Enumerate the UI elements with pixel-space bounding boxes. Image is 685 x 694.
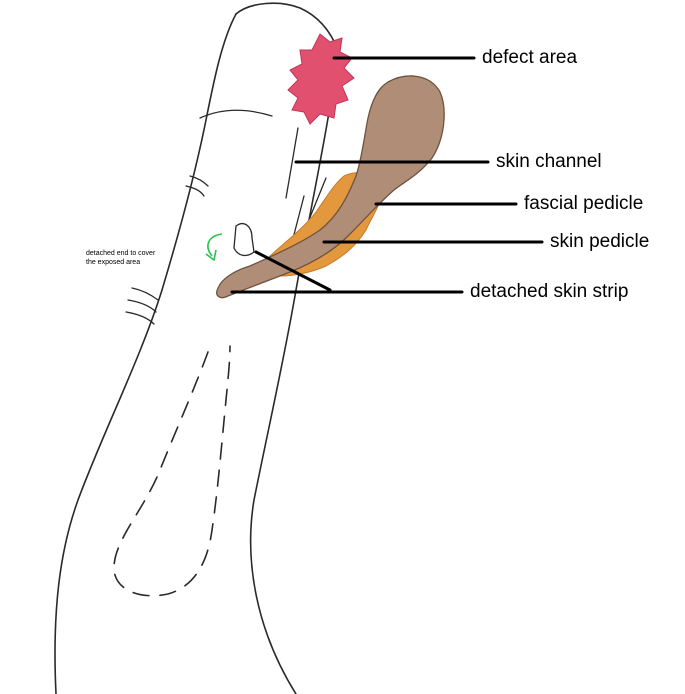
green-arrow-icon [206,234,222,260]
dashed-donor-outline [114,346,230,596]
detached-end-note: detached end to cover the exposed area [86,249,155,268]
defect-area-shape [288,34,354,124]
detached-end-note-line1: detached end to cover [86,249,155,258]
label-skin-channel: skin channel [496,152,602,171]
label-skin-pedicle: skin pedicle [550,232,649,251]
label-defect-area: defect area [482,48,577,67]
label-fascial-pedicle: fascial pedicle [524,194,643,213]
detached-end-shape [234,224,254,256]
label-detached-skin-strip: detached skin strip [470,282,628,301]
detached-end-note-line2: the exposed area [86,258,155,267]
